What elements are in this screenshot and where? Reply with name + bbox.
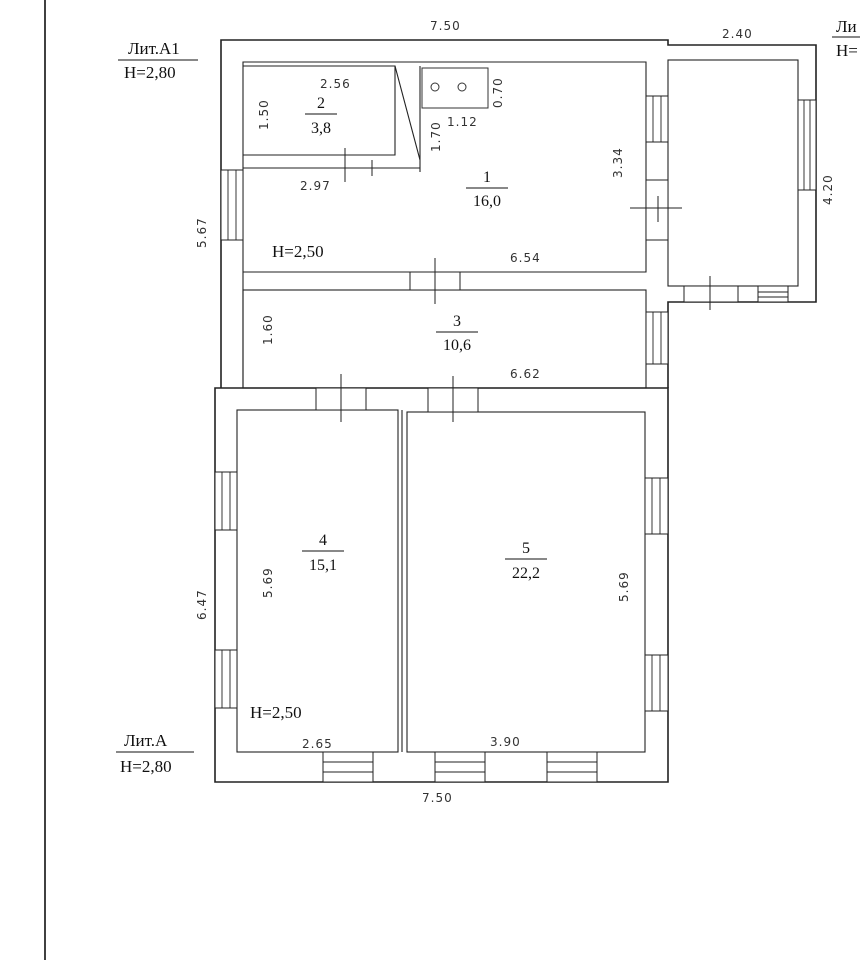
dim-room2-height: 1.50 <box>257 99 271 130</box>
dim-annex-height: 4.20 <box>821 174 835 205</box>
dim-room4-width: 2.65 <box>302 737 333 751</box>
outer-wall-lower <box>214 387 669 783</box>
door-3-5 <box>427 376 479 422</box>
dim-annex-width: 2.40 <box>722 27 753 41</box>
svg-text:15,1: 15,1 <box>309 557 337 574</box>
dim-room1-height: 3.34 <box>611 147 625 178</box>
dim-partition-height: 1.70 <box>429 121 443 152</box>
door-1-annex <box>630 196 682 222</box>
room-3-label: 3 10,6 <box>436 313 478 354</box>
window-room3-right <box>645 311 669 365</box>
outer-wall-upper <box>220 39 817 388</box>
annex-inner-wall <box>667 59 799 287</box>
room5-wall <box>406 411 646 753</box>
height-label-lower: H=2,50 <box>250 703 302 722</box>
room2-door-slash <box>394 65 421 161</box>
svg-text:3,8: 3,8 <box>311 120 331 137</box>
dim-left-upper: 5.67 <box>195 217 209 248</box>
lit-right-label: Ли H= <box>832 17 860 60</box>
svg-text:1: 1 <box>483 169 491 186</box>
svg-text:H=2,80: H=2,80 <box>124 63 176 82</box>
window-left-upper <box>220 169 244 241</box>
room-1-label: 1 16,0 <box>466 169 508 210</box>
svg-text:2: 2 <box>317 95 325 112</box>
window-annex-bottom <box>683 285 789 303</box>
room-5-label: 5 22,2 <box>505 540 547 582</box>
door-1-3 <box>409 258 461 304</box>
svg-text:Ли: Ли <box>836 17 857 36</box>
svg-text:10,6: 10,6 <box>443 337 471 354</box>
svg-text:3: 3 <box>453 313 461 330</box>
dim-left-lower: 6.47 <box>195 589 209 620</box>
window-room1-right <box>645 95 669 241</box>
window-bottom <box>322 751 598 783</box>
height-label-upper: H=2,50 <box>272 242 324 261</box>
svg-text:16,0: 16,0 <box>473 193 501 210</box>
dim-room4-height: 5.69 <box>261 567 275 598</box>
window-annex-right <box>797 99 817 191</box>
dim-room3-width: 6.62 <box>510 367 541 381</box>
svg-text:Лит.А: Лит.А <box>124 731 168 750</box>
dim-room5-height: 5.69 <box>617 571 631 602</box>
lit-a1-label: Лит.А1 H=2,80 <box>118 39 198 82</box>
dim-room3-height: 1.60 <box>261 314 275 345</box>
svg-text:Лит.А1: Лит.А1 <box>128 39 180 58</box>
svg-text:22,2: 22,2 <box>512 565 540 582</box>
window-room4-left <box>214 471 238 709</box>
dim-fixture-width: 1.12 <box>447 115 478 129</box>
dim-top-width: 7.50 <box>430 19 461 33</box>
svg-text:5: 5 <box>522 540 530 557</box>
room-2-label: 2 3,8 <box>305 95 337 137</box>
dim-bottom-width: 7.50 <box>422 791 453 805</box>
svg-text:H=: H= <box>836 41 858 60</box>
stove-fixture <box>421 67 489 109</box>
svg-text:H=2,80: H=2,80 <box>120 757 172 776</box>
door-2 <box>344 148 373 182</box>
lit-a-label: Лит.А H=2,80 <box>116 731 194 776</box>
door-3-4 <box>315 374 367 422</box>
dim-fixture-height: 0.70 <box>491 77 505 108</box>
burner-icon <box>430 82 440 92</box>
svg-text:4: 4 <box>319 532 327 549</box>
dim-room1-lower-width: 2.97 <box>300 179 331 193</box>
window-room5-right <box>644 477 669 712</box>
room-4-label: 4 15,1 <box>302 532 344 574</box>
dim-room5-width: 3.90 <box>490 735 521 749</box>
room2-wall <box>243 65 396 156</box>
burner-icon <box>457 82 467 92</box>
dim-room1-width: 6.54 <box>510 251 541 265</box>
dim-room2-width: 2.56 <box>320 77 351 91</box>
